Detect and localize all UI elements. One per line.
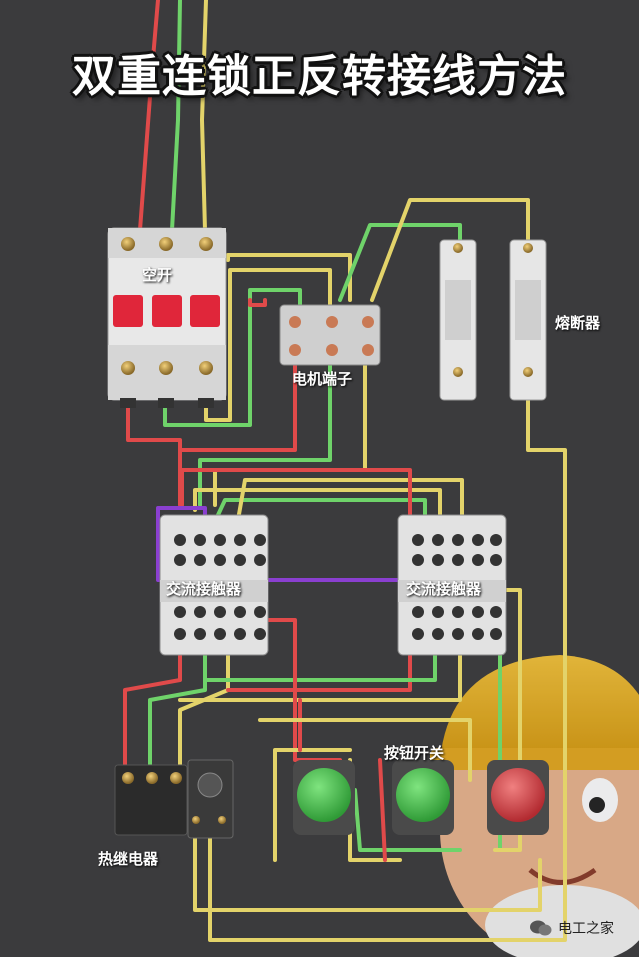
- fuses: [439, 239, 547, 401]
- contactor-left-label: 交流接触器: [166, 580, 242, 598]
- motor-terminal: [279, 304, 381, 366]
- watermark: 电工之家: [530, 918, 614, 938]
- stop-button[interactable]: [491, 768, 545, 822]
- fuse-label: 熔断器: [555, 314, 601, 332]
- thermal-relay-label: 热继电器: [98, 850, 159, 868]
- push-buttons: [293, 760, 549, 835]
- thermal-relay: [114, 759, 234, 839]
- push-button-label: 按钮开关: [384, 744, 445, 762]
- wechat-icon: [530, 919, 552, 937]
- page-title: 双重连锁正反转接线方法: [72, 51, 567, 102]
- contactor-left: [159, 514, 269, 656]
- start-forward-button[interactable]: [297, 768, 351, 822]
- contactor-right: [397, 514, 507, 656]
- start-reverse-button[interactable]: [396, 768, 450, 822]
- motor-terminal-label: 电机端子: [292, 370, 353, 388]
- circuit-breaker: [107, 227, 227, 408]
- watermark-text: 电工之家: [558, 921, 614, 937]
- contactor-right-label: 交流接触器: [406, 580, 482, 598]
- breaker-label: 空开: [142, 266, 173, 284]
